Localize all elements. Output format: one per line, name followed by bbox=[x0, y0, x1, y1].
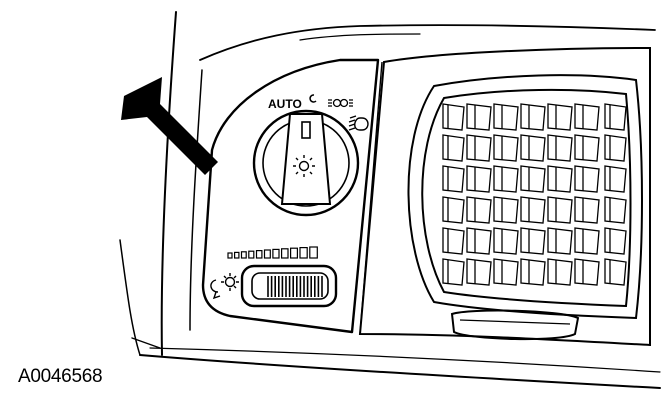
vent-louvre bbox=[466, 165, 492, 193]
brightness-block bbox=[240, 251, 247, 259]
brightness-block bbox=[290, 247, 299, 259]
vent-louvre bbox=[604, 165, 627, 193]
vent-louvre bbox=[493, 103, 519, 131]
vent-louvre bbox=[547, 196, 573, 224]
vent-louvre bbox=[547, 134, 573, 162]
vent-louvre bbox=[493, 134, 519, 162]
vent-louvre bbox=[604, 103, 627, 131]
vent-louvre bbox=[604, 258, 627, 286]
vent-louvre bbox=[574, 134, 600, 162]
vent-louvre bbox=[466, 227, 492, 255]
figure-reference-code: A0046568 bbox=[18, 366, 103, 387]
vent-louvre bbox=[493, 196, 519, 224]
headlamp-rotary-knob bbox=[252, 109, 360, 217]
vent-louvre bbox=[604, 196, 627, 224]
brightness-block bbox=[248, 250, 255, 259]
vent-louvre bbox=[442, 134, 465, 162]
vent-louvre bbox=[442, 258, 465, 286]
brightness-block bbox=[234, 251, 240, 259]
thumbwheel-icon bbox=[240, 264, 338, 308]
brightness-block bbox=[227, 252, 233, 259]
parking-lamp-icon bbox=[328, 98, 353, 108]
headlamp-icon bbox=[348, 115, 369, 131]
vent-louvre bbox=[547, 258, 573, 286]
vent-louvre bbox=[520, 196, 546, 224]
auto-position-label: AUTO bbox=[268, 97, 302, 111]
vent-louvre bbox=[574, 258, 600, 286]
vent-louvre bbox=[520, 227, 546, 255]
vent-louvre bbox=[547, 103, 573, 131]
brightness-bar-icon bbox=[227, 246, 318, 259]
vent-louvre bbox=[466, 258, 492, 286]
vent-louvre bbox=[442, 165, 465, 193]
brightness-block bbox=[255, 250, 263, 259]
air-vent-louvres bbox=[442, 103, 627, 286]
vent-surround bbox=[358, 46, 651, 347]
vent-louvre bbox=[442, 196, 465, 224]
vent-lower-tab bbox=[450, 309, 580, 341]
vent-louvre bbox=[520, 165, 546, 193]
dashboard-contours bbox=[119, 11, 661, 389]
brightness-block bbox=[309, 246, 318, 259]
vent-louvre bbox=[604, 134, 627, 162]
vent-louvre bbox=[493, 165, 519, 193]
vent-louvre bbox=[466, 103, 492, 131]
vent-louvre bbox=[547, 227, 573, 255]
vent-louvre bbox=[604, 227, 627, 255]
brightness-block bbox=[281, 248, 289, 259]
vent-louvre bbox=[520, 103, 546, 131]
vent-louvre bbox=[493, 258, 519, 286]
vent-louvre bbox=[493, 227, 519, 255]
dimmer-sun-icon bbox=[210, 273, 239, 300]
vent-louvre bbox=[442, 227, 465, 255]
vent-louvre bbox=[520, 258, 546, 286]
vent-louvre bbox=[547, 165, 573, 193]
vent-louvre bbox=[466, 196, 492, 224]
circle-off-icon bbox=[309, 94, 317, 103]
vent-louvre bbox=[574, 165, 600, 193]
vent-louvre bbox=[574, 227, 600, 255]
vent-louvre bbox=[520, 134, 546, 162]
sun-fog-icon bbox=[293, 155, 315, 177]
brightness-block bbox=[272, 248, 280, 259]
brightness-block bbox=[263, 249, 271, 259]
vent-louvre bbox=[466, 134, 492, 162]
vent-louvre bbox=[574, 103, 600, 131]
arrow-icon bbox=[121, 77, 218, 175]
vent-louvre bbox=[442, 103, 465, 131]
brightness-block bbox=[299, 247, 308, 259]
vent-louvre bbox=[574, 196, 600, 224]
